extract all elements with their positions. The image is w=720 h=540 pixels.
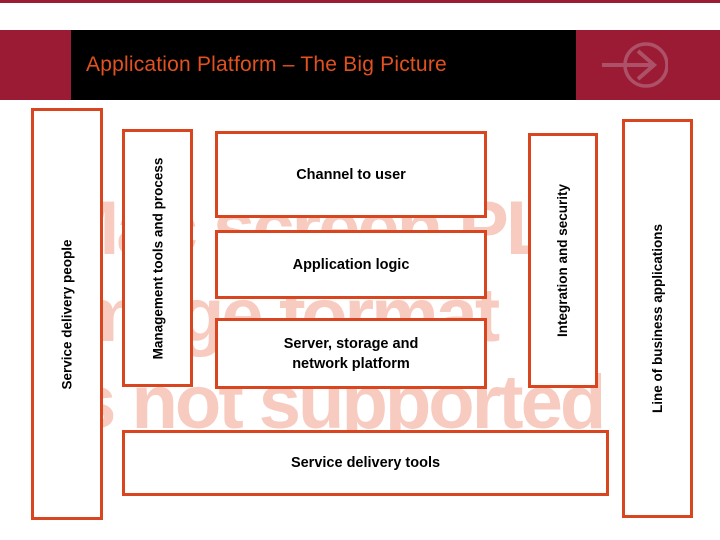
box-service-delivery-tools-label: Service delivery tools xyxy=(290,455,441,471)
circle-arrow-right-icon[interactable] xyxy=(596,38,668,92)
page-title: Application Platform – The Big Picture xyxy=(86,53,447,76)
box-server-storage-network-platform: Server, storage and network platform xyxy=(215,318,487,389)
box-channel-to-user-label: Channel to user xyxy=(296,166,406,183)
box-service-delivery-people: Service delivery people xyxy=(31,108,103,520)
box-integration-security-label: Integration and security xyxy=(555,183,571,338)
box-service-delivery-people-label: Service delivery people xyxy=(59,238,75,390)
box-application-logic: Application logic xyxy=(215,230,487,299)
box-service-delivery-tools: Service delivery tools xyxy=(122,430,609,496)
box-management-tools-and-process: Management tools and process xyxy=(122,129,193,387)
box-integration-and-security: Integration and security xyxy=(528,133,598,388)
box-line-of-business-label: Line of business applications xyxy=(650,223,666,414)
slide-header: Application Platform – The Big Picture xyxy=(71,30,576,100)
header-left-red-block xyxy=(0,30,71,100)
header-right-red-block xyxy=(576,30,720,100)
box-application-logic-label: Application logic xyxy=(292,256,410,273)
box-management-tools-label: Management tools and process xyxy=(150,157,166,359)
box-channel-to-user: Channel to user xyxy=(215,131,487,218)
top-accent-strip xyxy=(0,0,720,3)
box-server-storage-label: Server, storage and network platform xyxy=(283,335,419,372)
box-line-of-business-applications: Line of business applications xyxy=(622,119,693,518)
